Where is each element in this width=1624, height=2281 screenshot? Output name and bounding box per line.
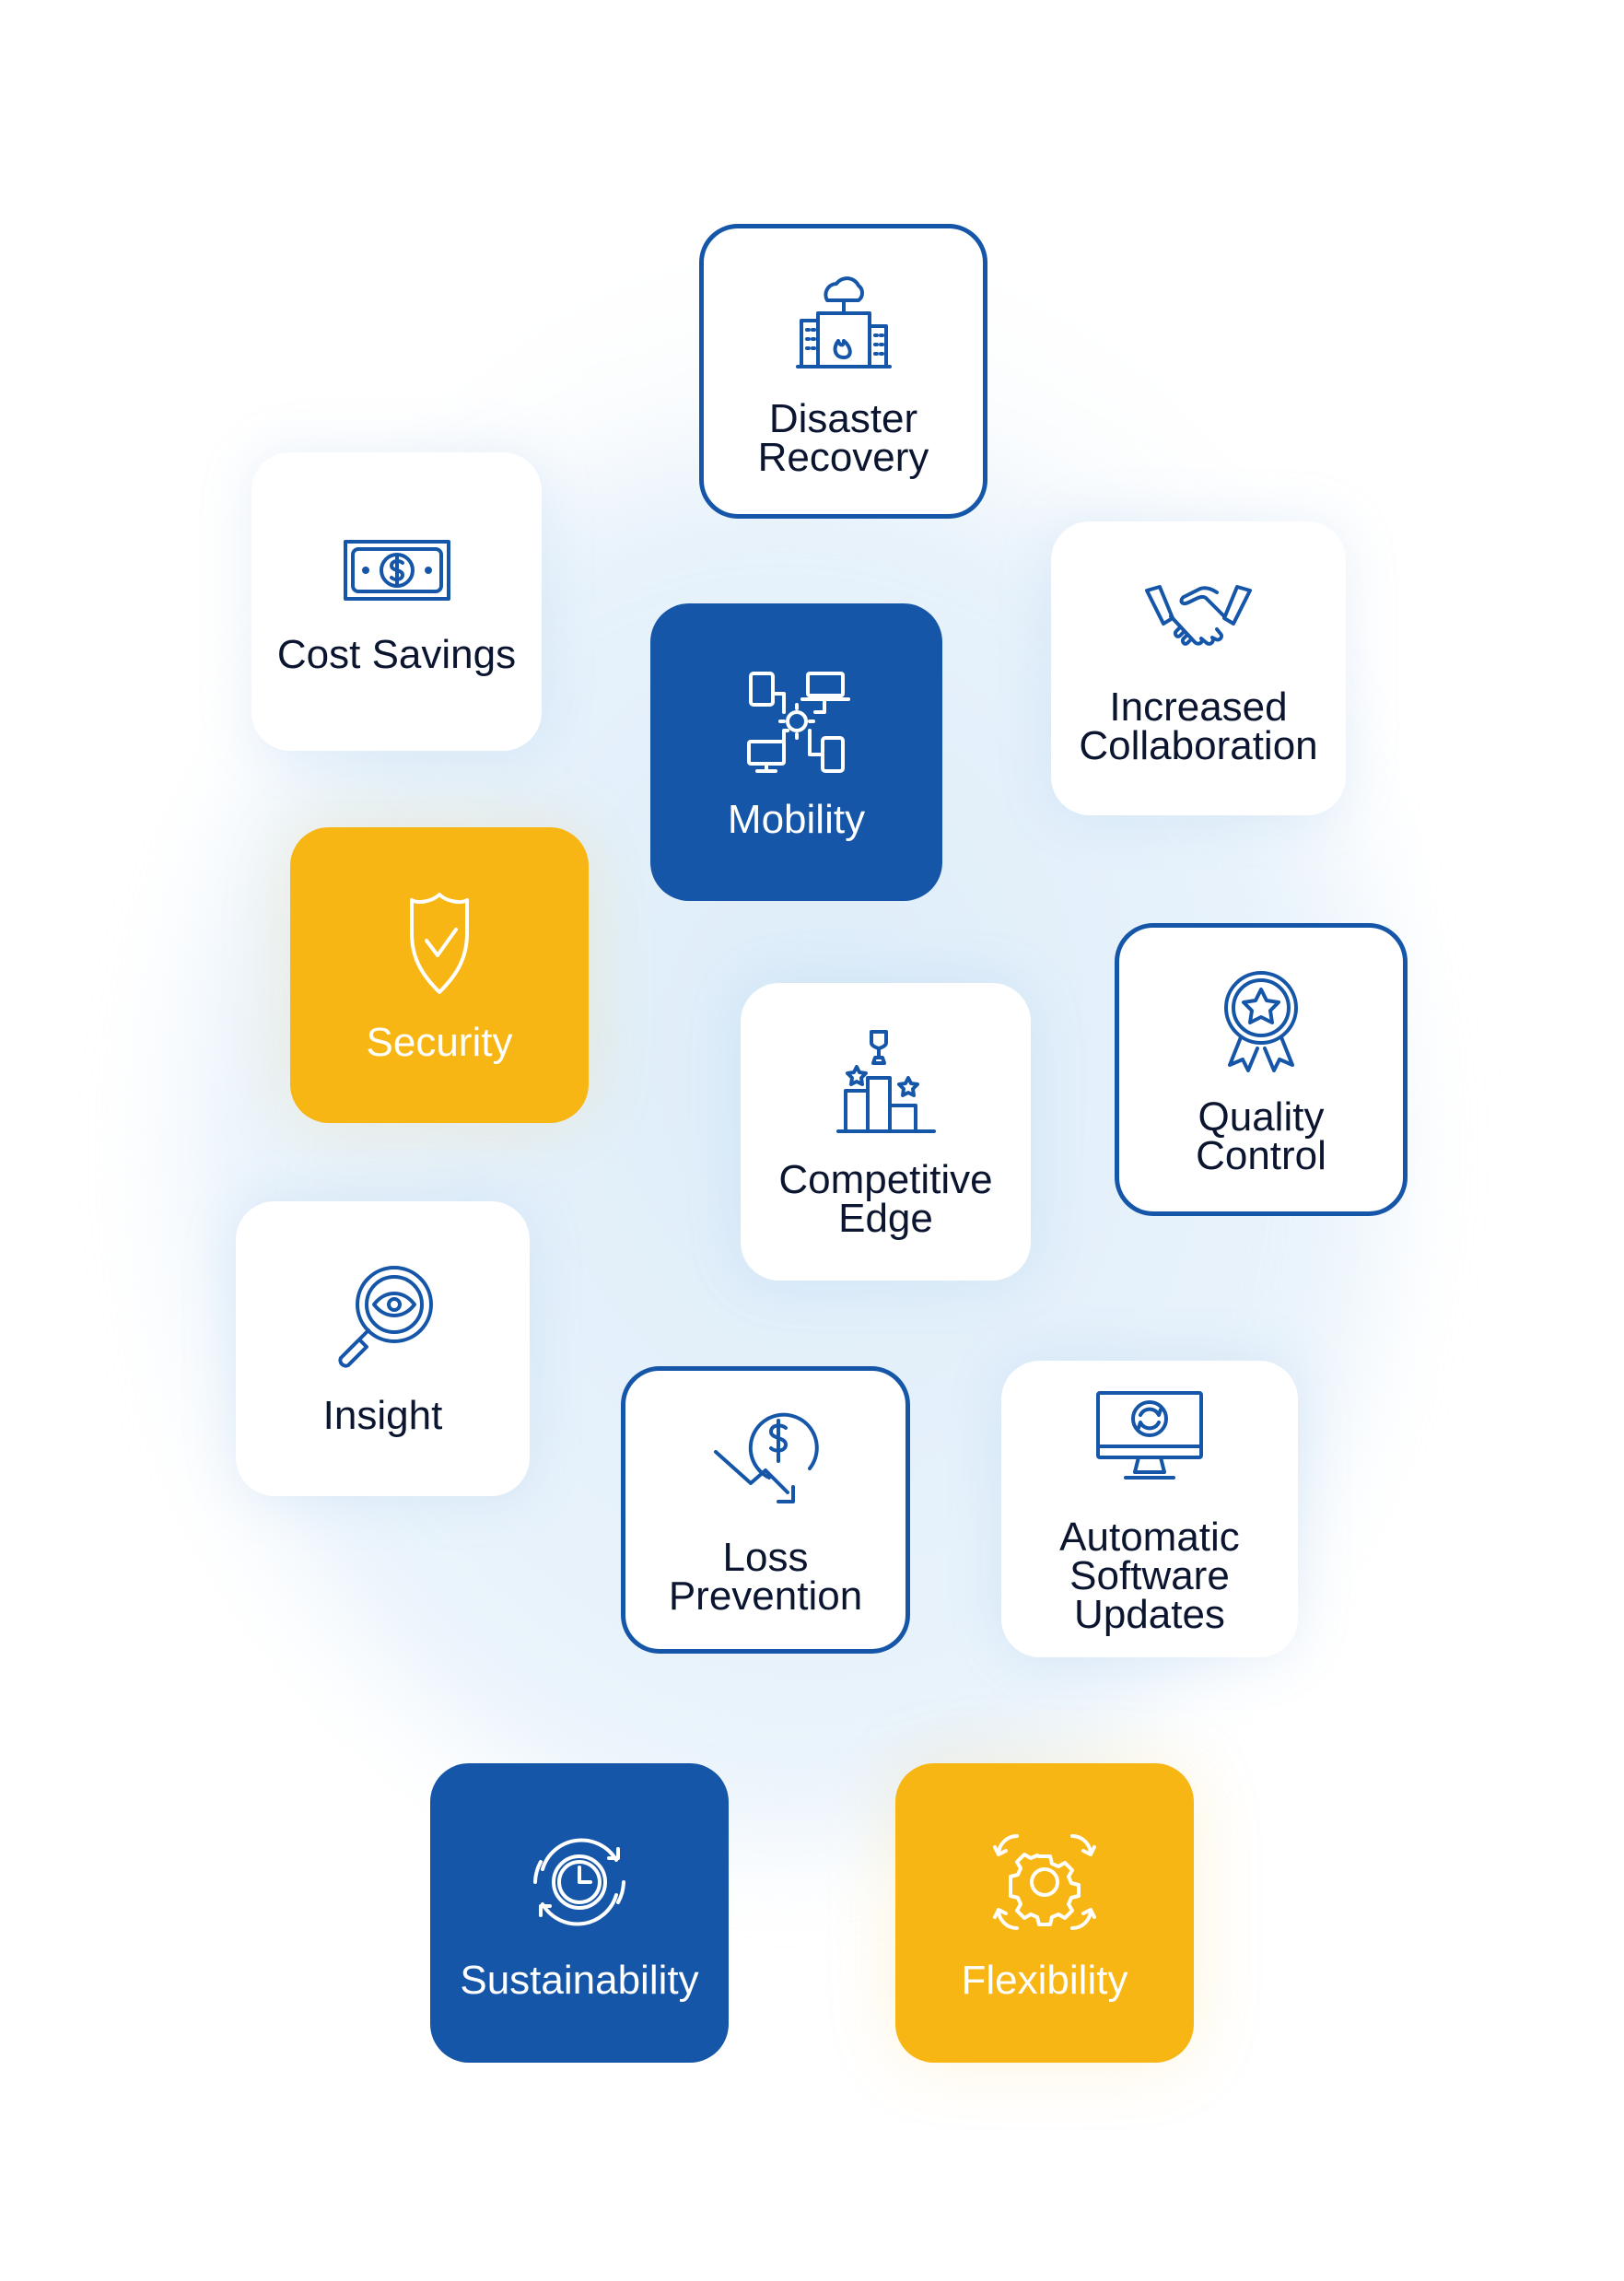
card-label: Automatic Software Updates: [1059, 1515, 1240, 1637]
card-automatic-software-updates[interactable]: Automatic Software Updates: [1001, 1361, 1298, 1657]
monitor-refresh-icon: [1094, 1384, 1205, 1494]
card-label: Mobility: [727, 796, 866, 842]
card-sustainability[interactable]: Sustainability: [430, 1763, 729, 2063]
devices-network-icon: [742, 666, 852, 777]
building-fire-cloud-icon: [789, 265, 899, 376]
podium-trophy-icon: [831, 1026, 941, 1137]
card-cost-savings[interactable]: Cost Savings: [251, 452, 542, 751]
card-label: Loss Prevention: [668, 1535, 863, 1619]
handshake-icon: [1143, 572, 1254, 664]
card-label: Increased Collaboration: [1079, 684, 1318, 768]
dollar-down-icon: [710, 1404, 821, 1515]
card-security[interactable]: Security: [290, 827, 589, 1123]
banknote-icon: [342, 529, 452, 612]
card-flexibility[interactable]: Flexibility: [895, 1763, 1194, 2063]
magnifier-eye-icon: [328, 1262, 438, 1373]
card-disaster-recovery[interactable]: Disaster Recovery: [699, 224, 987, 519]
award-badge-icon: [1206, 964, 1316, 1074]
card-label: Security: [366, 1019, 513, 1065]
card-label: Insight: [322, 1393, 443, 1438]
shield-check-icon: [384, 889, 495, 1000]
card-insight[interactable]: Insight: [236, 1201, 530, 1496]
card-loss-prevention[interactable]: Loss Prevention: [621, 1366, 910, 1654]
card-label: Competitive Edge: [778, 1156, 993, 1241]
card-label: Disaster Recovery: [757, 396, 929, 480]
card-competitive-edge[interactable]: Competitive Edge: [741, 983, 1031, 1281]
gear-arrows-icon: [989, 1827, 1100, 1937]
clock-cycle-icon: [524, 1827, 635, 1937]
card-label: Quality Control: [1196, 1094, 1326, 1178]
card-label: Cost Savings: [276, 632, 517, 677]
card-label: Sustainability: [460, 1957, 699, 2003]
card-label: Flexibility: [961, 1957, 1128, 2003]
card-quality-control[interactable]: Quality Control: [1115, 923, 1408, 1216]
card-mobility[interactable]: Mobility: [650, 603, 942, 901]
card-increased-collaboration[interactable]: Increased Collaboration: [1051, 521, 1346, 815]
